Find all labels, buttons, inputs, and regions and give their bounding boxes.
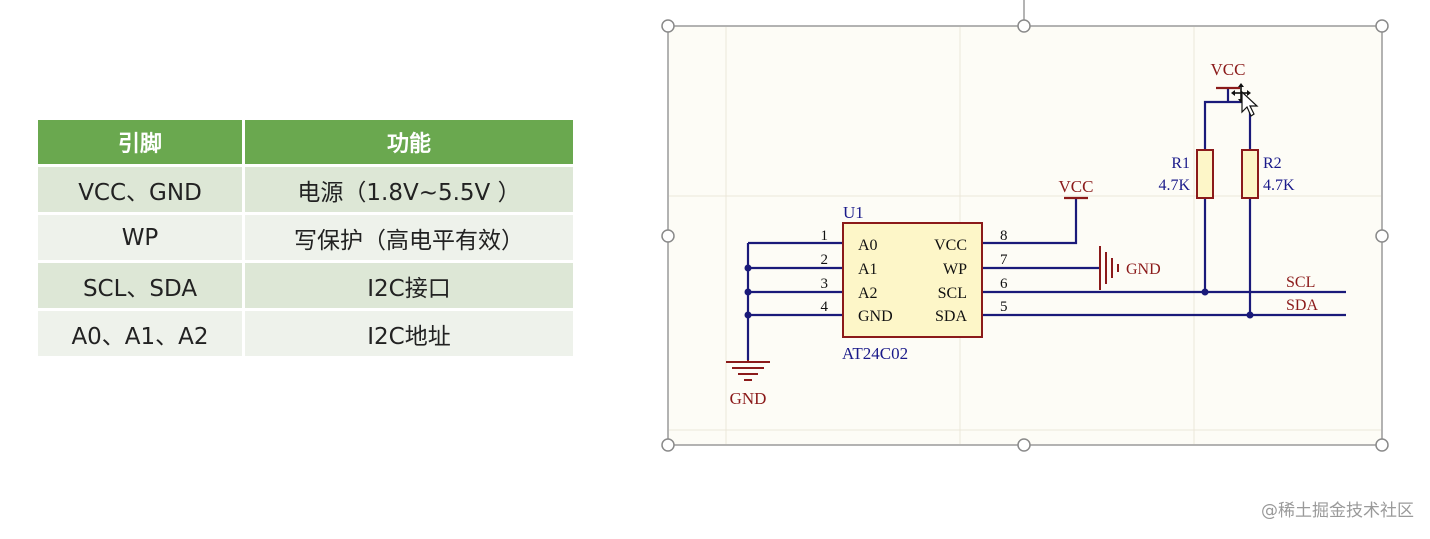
chip-u1: U1 AT24C02 1 2 3 4 A0 A1 A2 GND 8 7 6 5 …: [821, 203, 1009, 363]
table-row: A0、A1、A2 I2C地址: [38, 309, 576, 359]
gnd-label-bottom: GND: [730, 389, 767, 408]
pin-name: WP: [943, 261, 967, 278]
function-cell: I2C地址: [243, 309, 576, 359]
table-row: WP 写保护（高电平有效）: [38, 213, 576, 263]
pin-number: 5: [1000, 299, 1008, 315]
pin-name: A0: [858, 237, 878, 254]
ground-symbol-wp-icon: [1099, 246, 1119, 290]
junction-dots: [744, 264, 1254, 319]
function-cell: 电源（1.8V~5.5V ）: [243, 165, 576, 215]
gnd-label-wp: GND: [1126, 261, 1161, 278]
pin-number: 8: [1000, 228, 1008, 244]
net-label-sda: SDA: [1286, 297, 1318, 314]
ground-symbol-icon: [726, 360, 770, 381]
pin-number: 6: [1000, 276, 1008, 292]
pin-name: SCL: [938, 285, 967, 302]
pin-name: SDA: [935, 308, 967, 325]
resistor-r1: R1 4.7K: [1158, 149, 1214, 199]
selection-frame[interactable]: [661, 0, 1389, 452]
pin-number: 4: [821, 299, 829, 315]
resistor-value: 4.7K: [1158, 177, 1190, 194]
pin-number: 2: [821, 252, 829, 268]
resize-handle-bottom[interactable]: [1017, 438, 1031, 452]
function-cell: I2C接口: [243, 261, 576, 311]
resize-handle-top-right[interactable]: [1375, 19, 1389, 33]
chip-part-number: AT24C02: [842, 344, 908, 363]
net-label-scl: SCL: [1286, 274, 1315, 291]
table-row: SCL、SDA I2C接口: [38, 261, 576, 311]
pin-cell: A0、A1、A2: [38, 309, 245, 359]
pin-function-table: 引脚 功能 VCC、GND 电源（1.8V~5.5V ） WP 写保护（高电平有…: [38, 120, 576, 359]
pullup-vcc-label: VCC: [1211, 60, 1246, 79]
vcc-label: VCC: [1059, 177, 1094, 196]
resize-handle-top[interactable]: [1017, 19, 1031, 33]
resize-handle-right[interactable]: [1375, 229, 1389, 243]
resistor-ref: R1: [1171, 155, 1190, 172]
chip-ref: U1: [843, 203, 864, 222]
pin-number: 7: [1000, 252, 1008, 268]
resize-handle-bottom-left[interactable]: [661, 438, 675, 452]
header-function: 功能: [243, 120, 576, 167]
move-cursor-icon: [1231, 83, 1259, 117]
pin-name: A2: [858, 285, 878, 302]
resistor-value: 4.7K: [1263, 177, 1295, 194]
pin-name: VCC: [934, 237, 967, 254]
resize-handle-bottom-right[interactable]: [1375, 438, 1389, 452]
pin-cell: WP: [38, 213, 245, 263]
pin-number: 1: [821, 228, 829, 244]
resize-handle-top-left[interactable]: [661, 19, 675, 33]
resistor-r2: R2 4.7K: [1241, 149, 1295, 199]
pin-name: GND: [858, 308, 893, 325]
function-cell: 写保护（高电平有效）: [243, 213, 576, 263]
pin-number: 3: [821, 276, 829, 292]
pin-name: A1: [858, 261, 878, 278]
watermark: @稀土掘金技术社区: [1261, 501, 1414, 521]
resistor-ref: R2: [1263, 155, 1282, 172]
header-pin: 引脚: [38, 120, 245, 167]
table-row: VCC、GND 电源（1.8V~5.5V ）: [38, 165, 576, 215]
pin-cell: VCC、GND: [38, 165, 245, 215]
resize-handle-left[interactable]: [661, 229, 675, 243]
table-header-row: 引脚 功能: [38, 120, 576, 167]
pin-cell: SCL、SDA: [38, 261, 245, 311]
